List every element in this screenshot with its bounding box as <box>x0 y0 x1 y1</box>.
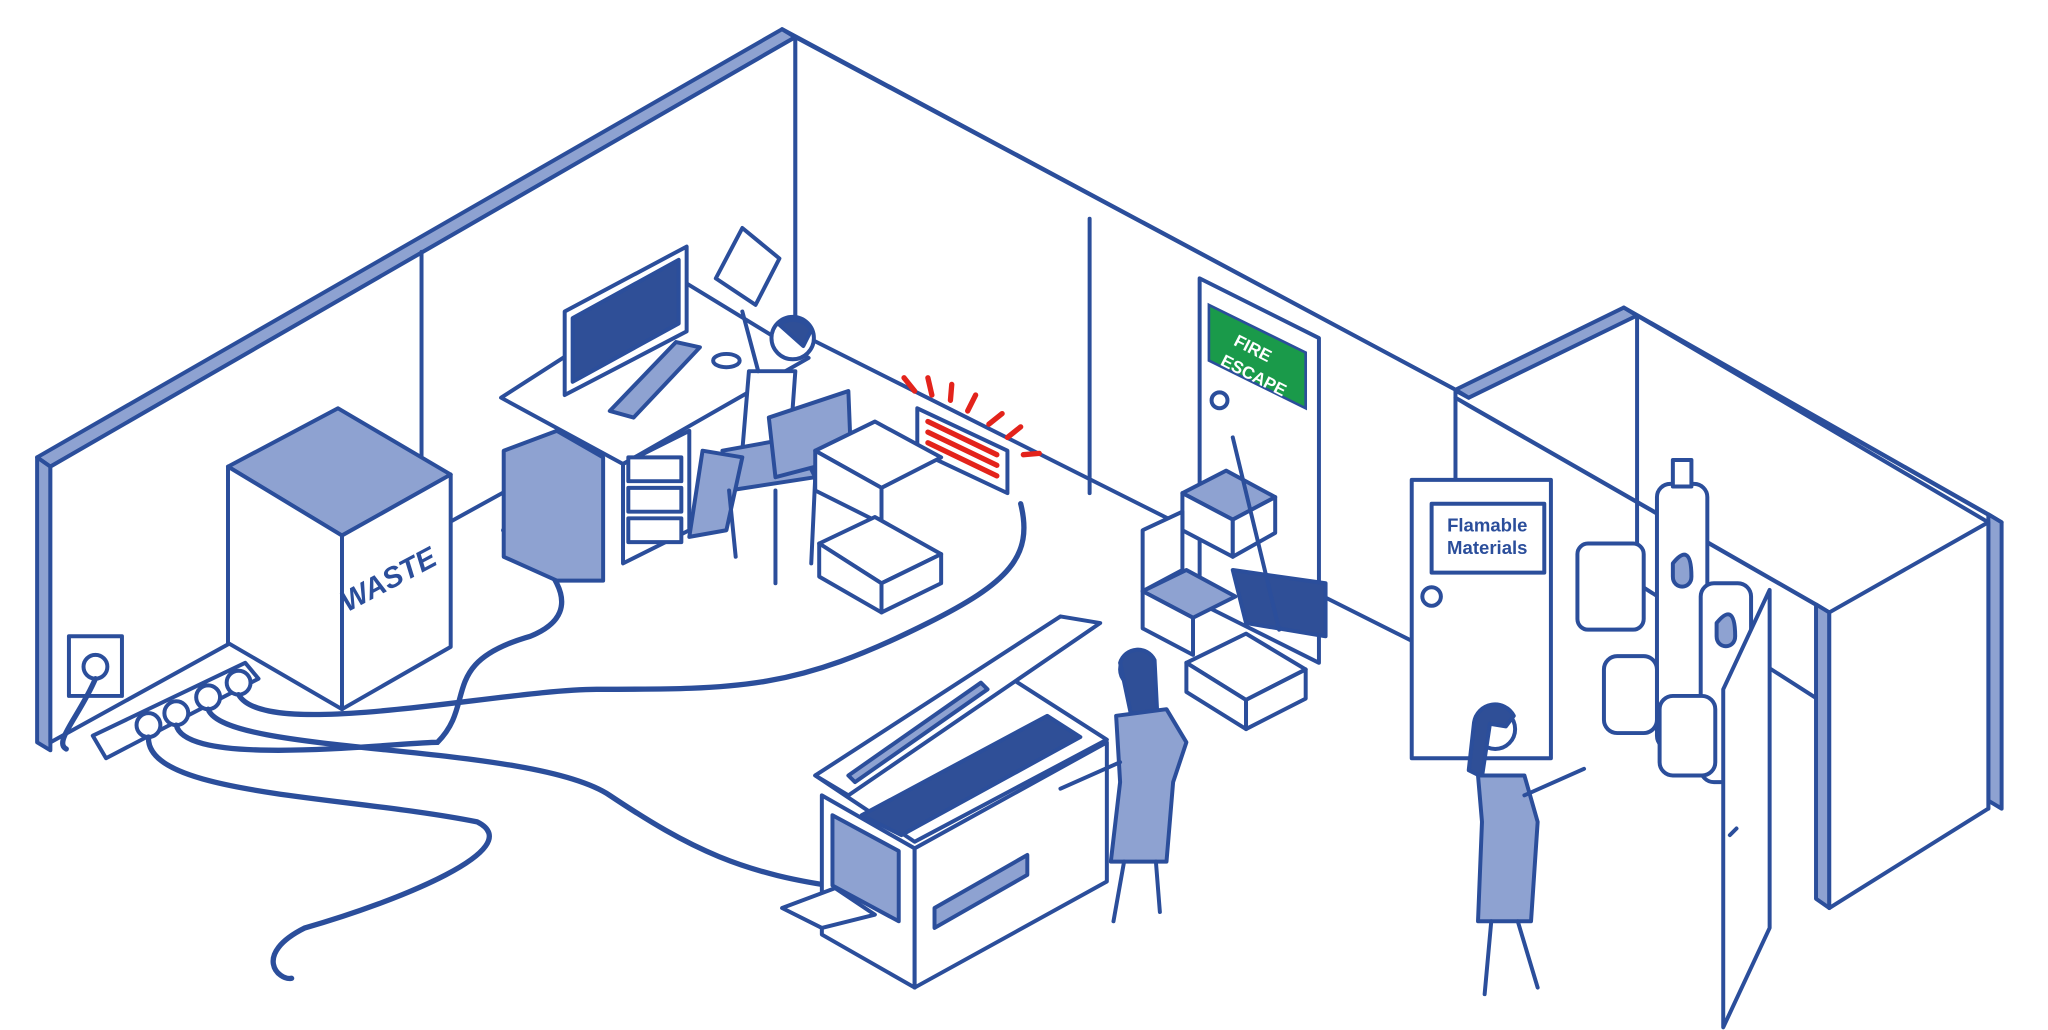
desk-workstation <box>499 244 811 583</box>
paper-stacks <box>813 419 944 615</box>
waste-bin: WASTE <box>226 406 453 712</box>
fire-escape-door: FIRE ESCAPE <box>1197 276 1321 665</box>
trailing-cables <box>60 501 1027 981</box>
flammable-sign <box>1429 501 1547 575</box>
fire-escape-sign <box>1207 302 1308 411</box>
flammable-storage <box>1575 458 1772 1030</box>
flammable-sign-text-1: Flamable <box>1447 515 1527 536</box>
person-at-photocopier <box>1058 647 1189 924</box>
photocopier <box>780 614 1109 990</box>
overloaded-power-strip <box>66 634 261 761</box>
person-at-storage-room <box>1466 702 1587 997</box>
flammable-sign-text-2: Materials <box>1447 537 1527 558</box>
electric-heater <box>901 375 1042 496</box>
boxes-blocking-exit <box>1140 435 1328 732</box>
